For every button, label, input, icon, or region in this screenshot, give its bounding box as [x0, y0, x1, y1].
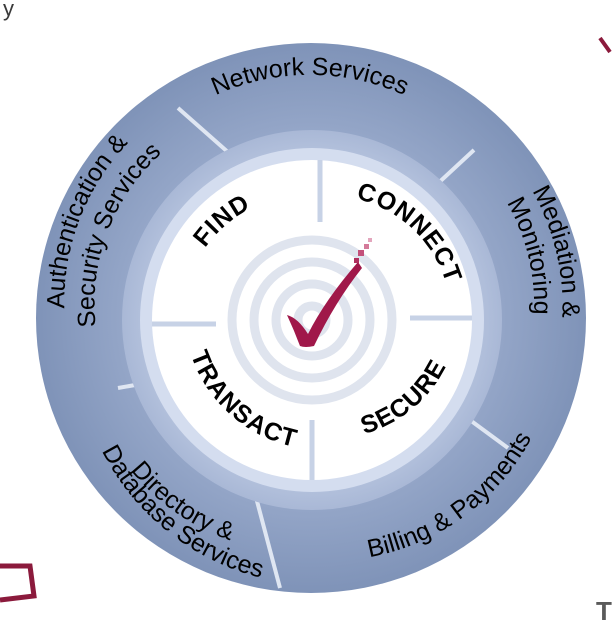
corner-text-top-left: y: [3, 0, 14, 21]
inner-disc: [152, 160, 472, 480]
checkmark-icon: [287, 238, 372, 347]
frame-fragment-right: [598, 36, 612, 54]
inner-quadrant-dividers: [152, 160, 472, 480]
frame-fragment-left: [0, 563, 37, 603]
